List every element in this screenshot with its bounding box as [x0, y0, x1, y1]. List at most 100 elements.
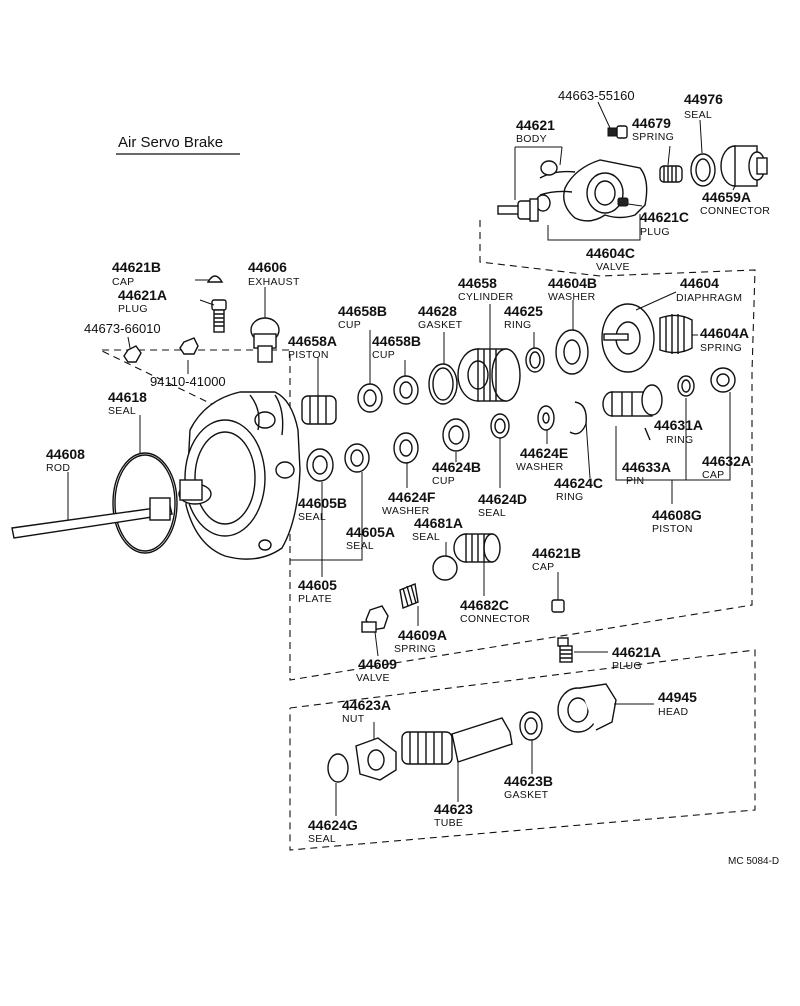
callout-number: 44606	[248, 259, 287, 275]
washer-part-44604b	[555, 329, 589, 375]
callout-44658B-2: 44658B CUP	[372, 333, 421, 361]
ring-part-44631a	[677, 375, 695, 397]
callout-word: CONNECTOR	[700, 205, 770, 217]
cup-part-44624b	[442, 418, 470, 452]
callout-word: PISTON	[652, 523, 693, 535]
cup-part-44658b-a	[357, 383, 383, 413]
callout-44623A: 44623A NUT	[342, 697, 391, 725]
callout-number: 44621C	[640, 209, 689, 225]
leader-lines	[67, 101, 736, 816]
seal-ring-44618	[112, 452, 178, 554]
callout-number: 44604B	[548, 275, 597, 291]
callout-number: 44623A	[342, 697, 391, 713]
callout-44673-66010: 44673-66010	[84, 321, 161, 336]
callout-word: SEAL	[108, 405, 136, 417]
callout-number: 44621B	[532, 545, 581, 561]
callout-word: DIAPHRAGM	[676, 292, 742, 304]
spring-part-44609a	[399, 583, 419, 609]
callout-44621C: 44621C PLUG	[640, 209, 689, 238]
callout-44605B: 44605B SEAL	[298, 495, 347, 523]
callout-44658A: 44658A PISTON	[288, 333, 337, 361]
callout-number: 44632A	[702, 453, 751, 469]
callout-number: 44605B	[298, 495, 347, 511]
callout-44621: 44621 BODY	[516, 117, 555, 145]
callout-word: EXHAUST	[248, 276, 300, 288]
connector-part-44682c	[453, 533, 501, 563]
callout-number: 44604A	[700, 325, 749, 341]
callout-44604: 44604 DIAPHRAGM	[676, 275, 742, 304]
callout-44632A: 44632A CAP	[702, 453, 751, 481]
callout-number: 44628	[418, 303, 457, 319]
callout-word: RING	[666, 434, 693, 446]
callout-word: PLUG	[612, 660, 642, 672]
callout-word: BODY	[516, 133, 547, 145]
callout-word: HEAD	[658, 706, 688, 718]
callout-word: SEAL	[308, 833, 336, 845]
washer-part-44624e	[537, 405, 555, 431]
plug-part-low	[557, 637, 573, 663]
callout-number: 44621	[516, 117, 555, 133]
tube-part	[401, 717, 513, 765]
callout-44945: 44945 HEAD	[658, 689, 697, 718]
callout-word: SPRING	[700, 342, 742, 354]
callout-word: PLUG	[118, 303, 148, 315]
pin-part-44633a	[644, 427, 651, 441]
callout-number: 44663-55160	[558, 88, 635, 103]
callout-44631A: 44631A RING	[654, 417, 703, 446]
callout-44608G: 44608G PISTON	[652, 507, 702, 535]
callout-44624G: 44624G SEAL	[308, 817, 358, 845]
callout-44621B-low: 44621B CAP	[532, 545, 581, 573]
callout-number: 44621A	[118, 287, 167, 303]
diagram-title: Air Servo Brake	[118, 134, 223, 151]
callout-number: 44633A	[622, 459, 671, 475]
callout-94110-41000: 94110-41000	[150, 374, 226, 389]
callout-number: 44618	[108, 389, 147, 405]
callout-word: WASHER	[516, 461, 564, 473]
callout-number: 44658	[458, 275, 497, 291]
callout-word: CUP	[372, 349, 395, 361]
cup-part-44658b-b	[393, 375, 419, 405]
callout-44681A: 44681A SEAL	[412, 515, 463, 543]
plug-part-44621c	[617, 197, 629, 207]
valve-part-44604c	[497, 198, 539, 222]
callout-word: VALVE	[596, 261, 630, 273]
callout-44608: 44608 ROD	[46, 446, 85, 474]
piston-part-44608g	[602, 384, 663, 417]
callout-44682C: 44682C CONNECTOR	[460, 597, 530, 625]
rod-part	[11, 479, 212, 539]
callout-number: 44621A	[612, 644, 661, 660]
plug-part-top	[211, 299, 227, 333]
screw-part	[607, 125, 628, 139]
callout-number: 44658B	[338, 303, 387, 319]
callout-44628: 44628 GASKET	[418, 303, 462, 331]
callout-word: ROD	[46, 462, 70, 474]
spring-part-44679	[659, 165, 683, 183]
callout-44621A-low: 44621A PLUG	[612, 644, 661, 672]
callout-number: 44658B	[372, 333, 421, 349]
callout-44623B: 44623B GASKET	[504, 773, 553, 801]
callout-number: 44659A	[702, 189, 751, 205]
callout-number: 94110-41000	[150, 374, 226, 389]
callout-word: PLUG	[640, 226, 670, 238]
callout-number: 44945	[658, 689, 697, 705]
callout-word: CUP	[338, 319, 361, 331]
callout-44976: 44976 SEAL	[684, 91, 723, 121]
callout-word: SEAL	[298, 511, 326, 523]
callout-44605: 44605 PLATE	[298, 577, 337, 605]
diaphragm-part	[601, 303, 655, 373]
cylinder-part	[457, 348, 521, 402]
callout-44618: 44618 SEAL	[108, 389, 147, 417]
callout-word: CAP	[702, 469, 725, 481]
seal-ring-44624g	[327, 753, 349, 783]
callout-44605A: 44605A SEAL	[346, 524, 395, 552]
gasket-part-44623b	[519, 711, 543, 741]
callout-word: SEAL	[684, 109, 712, 121]
callout-44633A: 44633A PIN	[622, 459, 671, 487]
callout-word: TUBE	[434, 817, 463, 829]
callout-number: 44624F	[388, 489, 436, 505]
callout-44658: 44658 CYLINDER	[458, 275, 513, 303]
callout-number: 44605	[298, 577, 337, 593]
callout-number: 44625	[504, 303, 543, 319]
callout-number: 44604	[680, 275, 719, 291]
